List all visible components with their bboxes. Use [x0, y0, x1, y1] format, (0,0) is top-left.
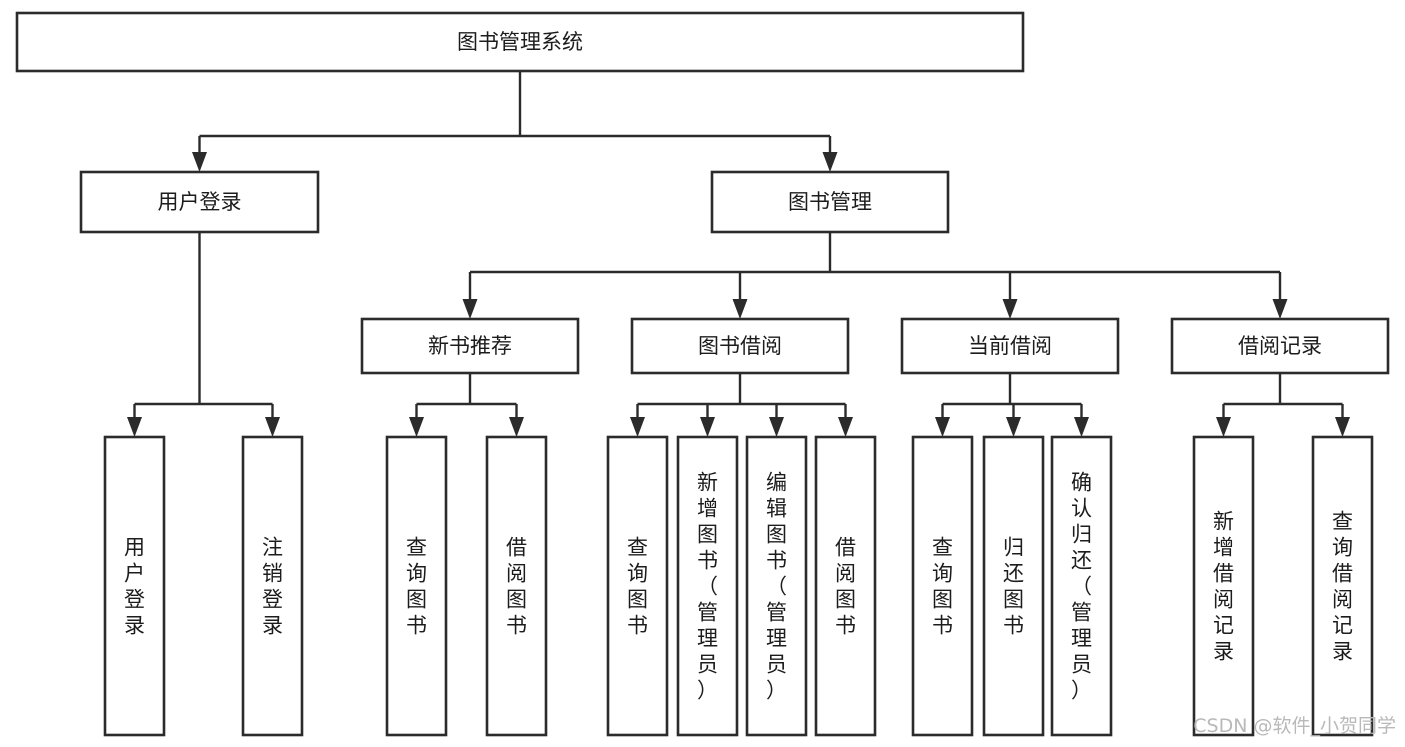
node-leaf-query-record[interactable]: 查询借阅记录	[1311, 435, 1374, 737]
node-label-leaf-logout: 注销登录	[262, 535, 283, 637]
node-label-leaf-query-book-rec: 查询图书	[406, 535, 427, 637]
node-leaf-logout[interactable]: 注销登录	[241, 435, 304, 737]
arrow-head-icon	[409, 417, 424, 437]
node-box-borrow-record[interactable]	[1170, 317, 1390, 375]
node-leaf-query-book-borrow[interactable]: 查询图书	[606, 435, 669, 737]
connector-group	[462, 232, 1288, 319]
node-label-leaf-query-book-cur: 查询图书	[932, 535, 953, 637]
node-box-book-manage[interactable]	[710, 170, 950, 234]
node-box-new-book-recommend[interactable]	[360, 317, 580, 375]
node-label-leaf-user-login: 用户登录	[124, 535, 145, 637]
arrow-head-icon	[732, 299, 748, 319]
node-root[interactable]: 图书管理系统	[15, 11, 1025, 73]
connector-group	[192, 71, 838, 172]
node-leaf-return-book[interactable]: 归还图书	[982, 435, 1045, 737]
node-box-leaf-query-book-rec[interactable]	[385, 435, 448, 737]
node-box-user-login[interactable]	[79, 170, 320, 234]
arrow-head-icon	[838, 417, 853, 437]
connector-layer	[127, 71, 1350, 437]
node-label-leaf-edit-book: 编辑图书（管理员）	[766, 470, 787, 702]
node-box-leaf-add-record[interactable]	[1192, 435, 1255, 737]
node-label-book-manage: 图书管理	[788, 190, 872, 214]
connector-group	[1216, 373, 1350, 437]
node-label-current-borrow: 当前借阅	[968, 334, 1052, 358]
node-current-borrow[interactable]: 当前借阅	[900, 317, 1120, 375]
node-leaf-query-book-cur[interactable]: 查询图书	[911, 435, 974, 737]
arrow-head-icon	[935, 417, 950, 437]
node-box-leaf-query-book-cur[interactable]	[911, 435, 974, 737]
node-new-book-recommend[interactable]: 新书推荐	[360, 317, 580, 375]
node-box-leaf-query-record[interactable]	[1311, 435, 1374, 737]
arrow-head-icon	[1002, 299, 1018, 319]
arrow-head-icon	[1074, 417, 1089, 437]
arrow-head-icon	[769, 417, 784, 437]
node-leaf-confirm-return[interactable]: 确认归还（管理员）	[1050, 435, 1113, 737]
arrow-head-icon	[1272, 299, 1288, 319]
node-user-login[interactable]: 用户登录	[79, 170, 320, 234]
arrow-head-icon	[127, 417, 142, 437]
connector-group	[127, 232, 280, 437]
node-label-leaf-query-book-borrow: 查询图书	[627, 535, 648, 637]
node-box-leaf-logout[interactable]	[241, 435, 304, 737]
arrow-head-icon	[1335, 417, 1350, 437]
node-box-leaf-add-book[interactable]	[676, 435, 739, 737]
arrow-head-icon	[1006, 417, 1021, 437]
node-label-new-book-recommend: 新书推荐	[428, 334, 512, 358]
arrow-head-icon	[265, 417, 280, 437]
arrow-head-icon	[700, 417, 715, 437]
node-label-leaf-borrow-book: 借阅图书	[835, 535, 856, 637]
node-leaf-add-record[interactable]: 新增借阅记录	[1192, 435, 1255, 737]
node-borrow-record[interactable]: 借阅记录	[1170, 317, 1390, 375]
node-label-leaf-confirm-return: 确认归还（管理员）	[1071, 470, 1092, 702]
node-label-leaf-add-book: 新增图书（管理员）	[697, 470, 718, 702]
arrow-head-icon	[462, 299, 478, 319]
arrow-head-icon	[192, 152, 207, 172]
node-label-borrow-record: 借阅记录	[1238, 334, 1322, 358]
node-box-root[interactable]	[15, 11, 1025, 73]
node-box-leaf-user-login[interactable]	[103, 435, 166, 737]
node-leaf-borrow-book-rec[interactable]: 借阅图书	[485, 435, 548, 737]
node-leaf-query-book-rec[interactable]: 查询图书	[385, 435, 448, 737]
node-label-leaf-borrow-book-rec: 借阅图书	[506, 535, 527, 637]
node-label-user-login: 用户登录	[158, 190, 242, 214]
node-box-leaf-edit-book[interactable]	[745, 435, 808, 737]
node-box-current-borrow[interactable]	[900, 317, 1120, 375]
connector-group	[935, 373, 1089, 437]
node-leaf-add-book[interactable]: 新增图书（管理员）	[676, 435, 739, 737]
connector-group	[630, 373, 853, 437]
node-box-leaf-confirm-return[interactable]	[1050, 435, 1113, 737]
node-box-leaf-query-book-borrow[interactable]	[606, 435, 669, 737]
node-label-book-borrow: 图书借阅	[698, 334, 782, 358]
node-label-leaf-query-record: 查询借阅记录	[1332, 509, 1353, 663]
node-book-manage[interactable]: 图书管理	[710, 170, 950, 234]
node-box-leaf-borrow-book-rec[interactable]	[485, 435, 548, 737]
arrow-head-icon	[509, 417, 524, 437]
node-layer: 图书管理系统用户登录图书管理新书推荐图书借阅当前借阅借阅记录用户登录注销登录查询…	[15, 11, 1390, 737]
arrow-head-icon	[630, 417, 645, 437]
arrow-head-icon	[1216, 417, 1231, 437]
node-book-borrow[interactable]: 图书借阅	[630, 317, 850, 375]
node-leaf-borrow-book[interactable]: 借阅图书	[814, 435, 877, 737]
arrow-head-icon	[822, 152, 838, 172]
node-box-leaf-return-book[interactable]	[982, 435, 1045, 737]
connector-group	[409, 373, 524, 437]
node-label-leaf-return-book: 归还图书	[1003, 535, 1024, 637]
csdn-watermark: CSDN @软件_小贺同学	[1193, 715, 1396, 737]
node-box-book-borrow[interactable]	[630, 317, 850, 375]
node-leaf-user-login[interactable]: 用户登录	[103, 435, 166, 737]
node-label-root: 图书管理系统	[457, 30, 583, 54]
node-box-leaf-borrow-book[interactable]	[814, 435, 877, 737]
node-label-leaf-add-record: 新增借阅记录	[1213, 509, 1234, 663]
node-leaf-edit-book[interactable]: 编辑图书（管理员）	[745, 435, 808, 737]
